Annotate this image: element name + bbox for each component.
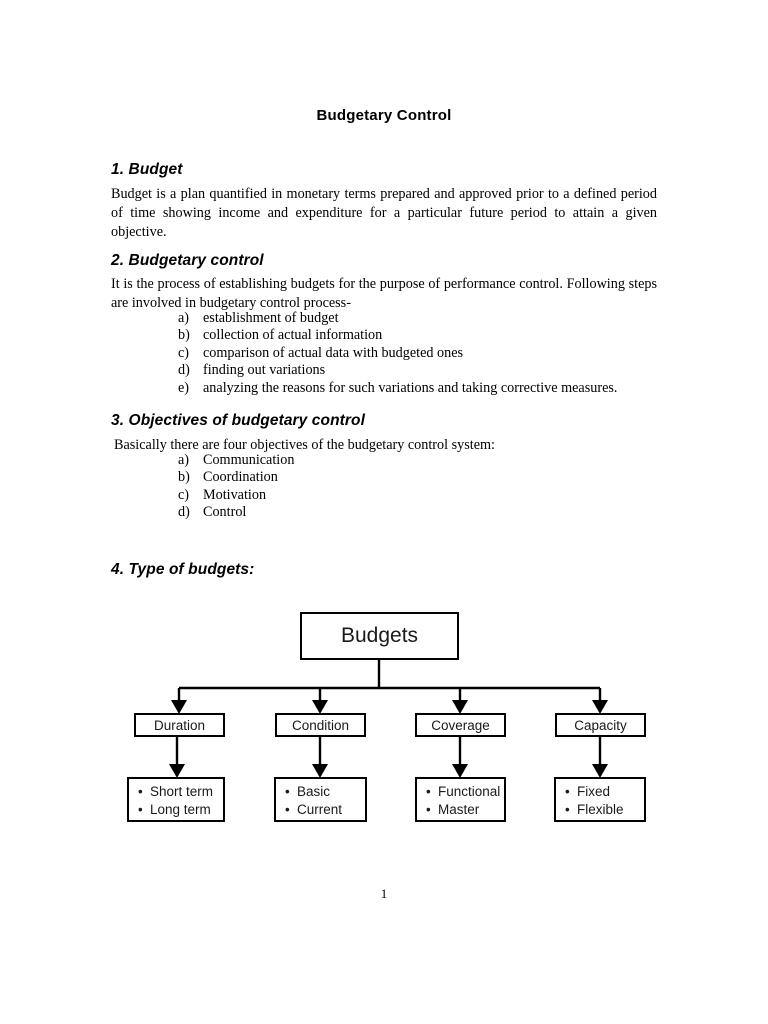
- list-item: • Short term: [138, 783, 223, 801]
- list-item: • Master: [426, 801, 504, 819]
- list-item: b) collection of actual information: [178, 327, 617, 344]
- bullet-icon: •: [426, 801, 431, 817]
- leaf-item-label: Current: [297, 801, 343, 817]
- section-heading-budgetary-control: 2. Budgetary control: [111, 252, 264, 269]
- leaf-item-label: Master: [438, 801, 480, 817]
- connector-arrowheads: [169, 700, 608, 778]
- diagram-leaf-condition-items[interactable]: • Basic • Current: [274, 777, 367, 822]
- section-paragraph-budgetary-control: It is the process of establishing budget…: [111, 276, 657, 312]
- list-item: c) comparison of actual data with budget…: [178, 345, 617, 362]
- arrowhead-coverage-leaf: [452, 764, 468, 778]
- list-text: finding out variations: [203, 362, 326, 379]
- leaf-item-label: Functional: [438, 784, 501, 799]
- page-title: Budgetary Control: [316, 107, 452, 124]
- list-marker: b): [178, 469, 190, 486]
- diagram-node-coverage[interactable]: Coverage: [415, 713, 506, 737]
- list-marker: c): [178, 344, 190, 361]
- list-marker: a): [178, 452, 190, 468]
- leaf-item-label: Fixed: [577, 784, 611, 799]
- list-item: c) Motivation: [178, 487, 294, 504]
- list-marker: d): [178, 362, 190, 379]
- diagram-leaf-duration-items[interactable]: • Short term • Long term: [127, 777, 225, 822]
- section-paragraph-budget: Budget is a plan quantified in monetary …: [111, 186, 657, 241]
- diagram-node-capacity[interactable]: Capacity: [555, 713, 646, 737]
- list-item: • Basic: [285, 783, 365, 801]
- objectives-list: a) Communication b) Coordination c) Moti…: [178, 452, 294, 522]
- list-item: • Flexible: [565, 801, 644, 819]
- list-text: establishment of budget: [203, 310, 339, 326]
- list-marker: d): [178, 504, 190, 521]
- list-item: a) establishment of budget: [178, 310, 617, 327]
- list-marker: c): [178, 486, 190, 503]
- bullet-icon: •: [138, 801, 143, 817]
- arrowhead-condition-leaf: [312, 764, 328, 778]
- list-marker: a): [178, 310, 190, 326]
- list-text: comparison of actual data with budgeted …: [203, 344, 464, 361]
- arrowhead-capacity: [592, 700, 608, 714]
- leaf-item-label: Long term: [150, 801, 211, 817]
- diagram-node-label: Condition: [291, 717, 350, 733]
- list-marker: b): [178, 327, 190, 344]
- section-heading-objectives: 3. Objectives of budgetary control: [111, 412, 366, 429]
- section-heading-budget: 1. Budget: [111, 161, 183, 178]
- list-item: • Functional: [426, 783, 504, 801]
- list-text: analyzing the reasons for such variation…: [203, 379, 618, 396]
- section-heading-types-of-budgets: 4. Type of budgets:: [111, 561, 255, 578]
- bullet-icon: •: [138, 784, 143, 799]
- diagram-leaf-capacity-items[interactable]: • Fixed • Flexible: [554, 777, 646, 822]
- bullet-icon: •: [285, 784, 290, 799]
- diagram-node-label: Duration: [153, 717, 206, 733]
- arrowhead-condition: [312, 700, 328, 714]
- budgetary-control-steps-list: a) establishment of budget b) collection…: [178, 310, 617, 397]
- list-item: d) finding out variations: [178, 362, 617, 379]
- bullet-icon: •: [565, 784, 570, 799]
- list-text: Coordination: [203, 469, 278, 486]
- diagram-node-label: Budgets: [340, 624, 419, 647]
- list-text: Motivation: [203, 486, 267, 503]
- diagram-leaf-coverage-items[interactable]: • Functional • Master: [415, 777, 506, 822]
- list-item: • Long term: [138, 801, 223, 819]
- list-item: • Fixed: [565, 783, 644, 801]
- list-text: collection of actual information: [203, 327, 383, 344]
- arrowhead-coverage: [452, 700, 468, 714]
- bullet-icon: •: [426, 784, 431, 799]
- leaf-item-label: Short term: [150, 784, 214, 799]
- bullet-icon: •: [285, 801, 290, 817]
- arrowhead-duration: [171, 700, 187, 714]
- diagram-node-budgets[interactable]: Budgets: [300, 612, 459, 660]
- bullet-icon: •: [565, 801, 570, 817]
- page-number: 1: [380, 886, 388, 901]
- diagram-node-condition[interactable]: Condition: [275, 713, 366, 737]
- list-item: • Current: [285, 801, 365, 819]
- leaf-item-label: Flexible: [577, 801, 624, 817]
- list-item: b) Coordination: [178, 469, 294, 486]
- diagram-node-label: Capacity: [574, 717, 627, 733]
- list-item: d) Control: [178, 504, 294, 521]
- leaf-item-label: Basic: [297, 784, 331, 799]
- arrowhead-capacity-leaf: [592, 764, 608, 778]
- arrowhead-duration-leaf: [169, 764, 185, 778]
- list-text: Control: [203, 504, 247, 521]
- section-paragraph-objectives: Basically there are four objectives of t…: [114, 437, 495, 453]
- list-marker: e): [178, 379, 190, 396]
- list-text: Communication: [203, 452, 295, 468]
- diagram-node-label: Coverage: [431, 717, 490, 733]
- connector-lines: [175, 660, 602, 766]
- list-item: e) analyzing the reasons for such variat…: [178, 380, 617, 397]
- list-item: a) Communication: [178, 452, 294, 469]
- diagram-node-duration[interactable]: Duration: [134, 713, 225, 737]
